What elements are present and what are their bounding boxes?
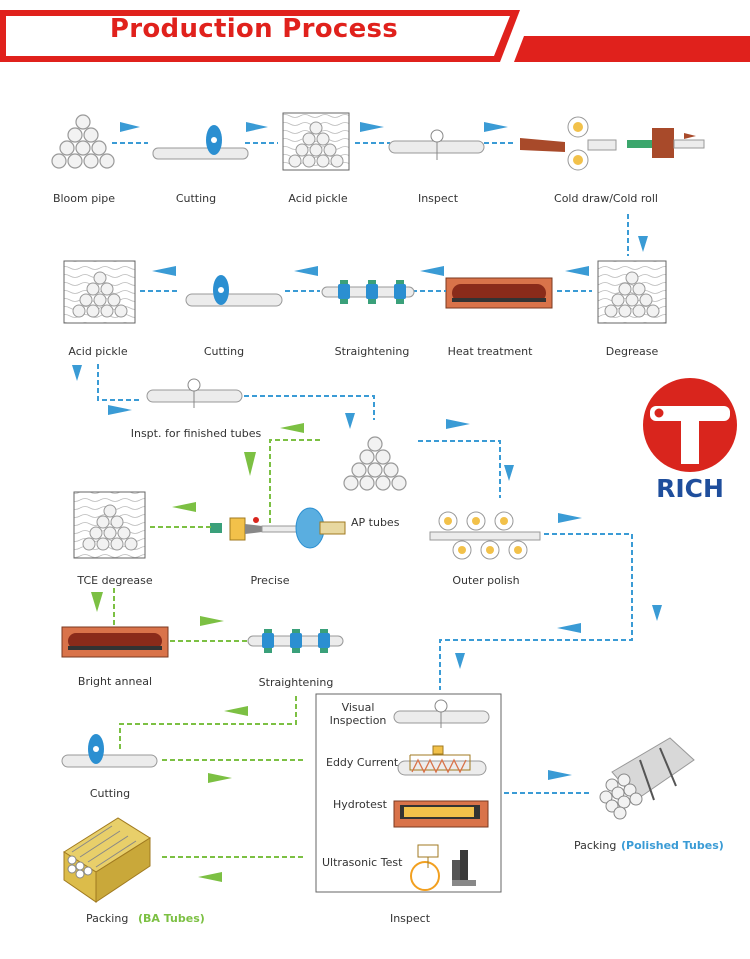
acid-pickle-tank-icon — [282, 112, 350, 171]
banner-shape — [0, 10, 750, 62]
arrow-green-down-tce — [91, 588, 115, 628]
arrow-green-to-precise — [244, 423, 320, 530]
arrow-r1-1 — [112, 122, 148, 144]
label-outer-polish: Outer polish — [452, 574, 519, 587]
label-cutting-2: Cutting — [204, 345, 244, 358]
packing-polished-tubes-icon — [599, 737, 695, 820]
label-degrease: Degrease — [606, 345, 659, 358]
label-eddy-current: Eddy Current — [326, 756, 399, 769]
arrow-r2-4 — [140, 266, 180, 292]
cutting-icon — [152, 125, 249, 160]
ap-tubes-icon — [343, 436, 407, 491]
label-ap-tubes: AP tubes — [351, 516, 400, 529]
label-acid-pickle-1: Acid pickle — [288, 192, 347, 205]
rich-logo — [643, 378, 737, 472]
arrow-green-to-straight2 — [170, 616, 250, 642]
arrow-green-to-inspect — [162, 759, 306, 783]
label-straightening-1: Straightening — [335, 345, 410, 358]
tce-degrease-tank-icon — [73, 491, 146, 559]
arrow-to-ap — [244, 395, 375, 429]
label-straightening-2: Straightening — [259, 676, 334, 689]
arrow-r1-2 — [245, 122, 278, 144]
arrow-down-degrease — [627, 214, 648, 256]
packing-ba-box-icon — [63, 817, 151, 903]
label-bright-anneal: Bright anneal — [78, 675, 152, 688]
outer-polish-icon — [429, 511, 541, 560]
bloom-pipe-icon — [51, 114, 115, 169]
label-packing-ba-note: (BA Tubes) — [138, 912, 205, 925]
degrease-tank-icon — [597, 260, 667, 324]
inspect-icon — [388, 129, 485, 160]
arrow-down-acid-pickle-2 — [72, 364, 140, 415]
label-ultrasonic-test: Ultrasonic Test — [322, 856, 403, 869]
label-bloom-pipe: Bloom pipe — [53, 192, 115, 205]
page-title: Production Process — [109, 14, 399, 44]
arrow-r1-3 — [355, 122, 390, 144]
label-inspect-1: Inspect — [418, 192, 459, 205]
cutting-icon — [61, 734, 158, 768]
straightening-icon — [321, 280, 415, 304]
label-inspt-finished: Inspt. for finished tubes — [131, 427, 262, 440]
label-cutting-3: Cutting — [90, 787, 130, 800]
eddy-current-icon — [397, 745, 487, 776]
label-cutting-1: Cutting — [176, 192, 216, 205]
label-visual-2: Inspection — [330, 714, 387, 727]
acid-pickle-tank-icon — [63, 260, 136, 324]
label-cold-draw: Cold draw/Cold roll — [554, 192, 658, 205]
heat-treatment-furnace-icon — [445, 277, 553, 309]
cold-draw-icon — [520, 116, 705, 171]
label-inspect-2: Inspect — [390, 912, 431, 925]
header-banner: Production Process — [0, 0, 750, 62]
ultrasonic-test-icon — [410, 844, 476, 891]
arrow-green-to-tce — [150, 502, 212, 528]
label-packing-polished: Packing — [574, 839, 616, 852]
label-heat-treatment: Heat treatment — [448, 345, 533, 358]
inspect-finished-icon — [146, 378, 243, 408]
arrow-r2-2 — [412, 266, 446, 292]
label-hydrotest: Hydrotest — [333, 798, 388, 811]
label-packing-polished-note: (Polished Tubes) — [621, 839, 724, 852]
label-precise: Precise — [250, 574, 289, 587]
arrow-r2-1 — [557, 266, 592, 292]
label-packing-ba: Packing — [86, 912, 128, 925]
arrow-r1-4 — [484, 122, 516, 144]
label-acid-pickle-2: Acid pickle — [68, 345, 127, 358]
arrow-blue-to-polish — [418, 419, 514, 498]
arrow-blue-to-packing — [504, 770, 590, 794]
bright-anneal-furnace-icon — [61, 626, 169, 658]
label-visual-1: Visual — [342, 701, 375, 714]
visual-inspection-icon — [393, 699, 490, 728]
inspect-box — [315, 693, 502, 893]
cutting-icon — [185, 275, 283, 307]
arrow-r2-3 — [285, 266, 320, 292]
arrow-blue-right-polish — [439, 513, 662, 690]
arrow-green-to-packing-ba — [162, 856, 306, 882]
straightening-icon — [247, 629, 344, 653]
hydrotest-icon — [393, 800, 489, 828]
arrow-green-to-cutting3 — [119, 696, 297, 752]
logo-text: RICH — [656, 474, 724, 503]
label-tce-degrease: TCE degrease — [76, 574, 152, 587]
precise-machine-icon — [210, 507, 346, 549]
